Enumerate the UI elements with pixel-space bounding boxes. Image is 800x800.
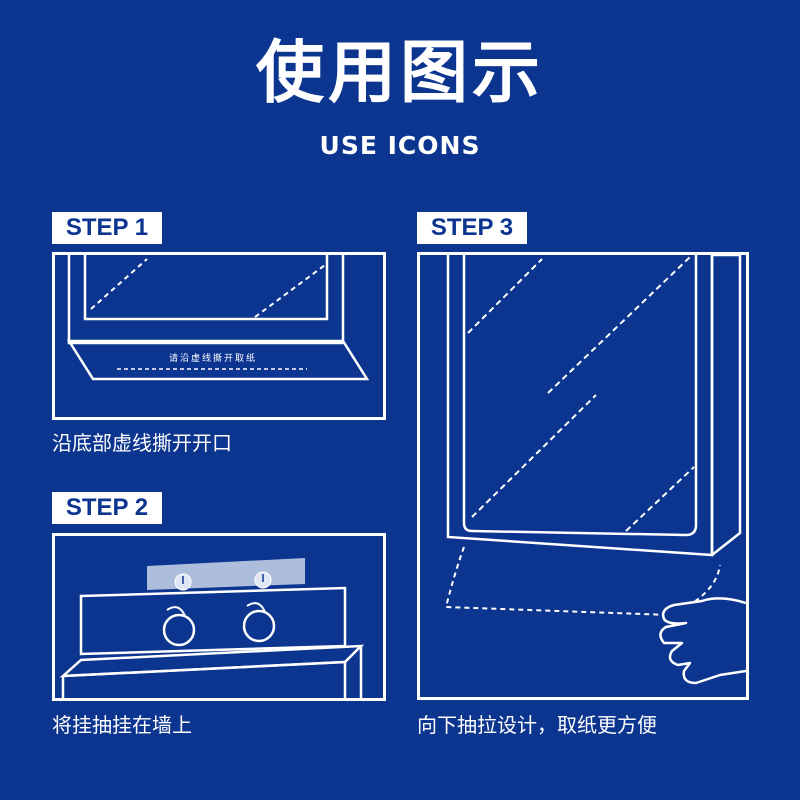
step-2-tag: STEP 2	[52, 492, 162, 524]
step-3-illustration	[417, 252, 749, 700]
step-3-caption: 向下抽拉设计，取纸更方便	[417, 713, 657, 737]
step-1-caption: 沿底部虚线撕开开口	[52, 431, 232, 455]
step-2-illustration	[52, 533, 386, 701]
tissue-box-open-illustration: 请沿虚线撕开取纸	[66, 255, 370, 381]
page-subtitle: USE ICONS	[319, 131, 481, 160]
step-3-tag: STEP 3	[417, 212, 527, 244]
tear-instruction-label: 请沿虚线撕开取纸	[169, 352, 257, 364]
step-1-illustration: 请沿虚线撕开取纸	[52, 252, 386, 420]
tissue-pull-illustration	[444, 255, 746, 685]
step-2-caption: 将挂抽挂在墙上	[52, 713, 192, 737]
wall-hanging-illustration	[59, 558, 365, 698]
page-title: 使用图示	[255, 34, 544, 113]
step-1-tag: STEP 1	[52, 212, 162, 244]
